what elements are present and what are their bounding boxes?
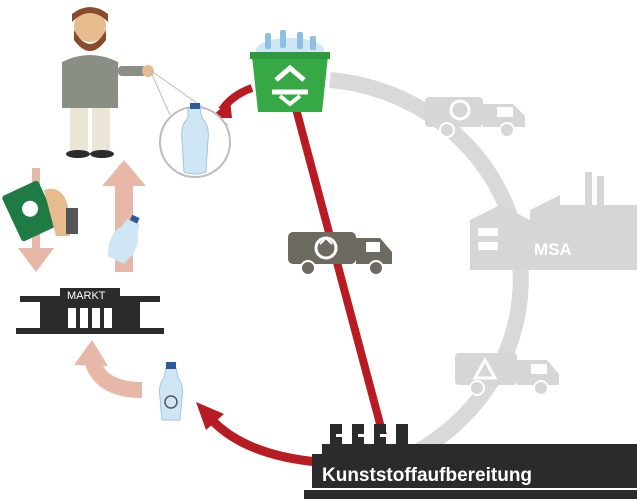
recycling-truck-icon xyxy=(288,232,392,276)
factory-icon: Kunststoffaufbereitung xyxy=(304,424,637,499)
msa-label: MSA xyxy=(534,240,572,259)
bottle-zoom-icon xyxy=(149,69,231,178)
recycling-plant-label: Kunststoffaufbereitung xyxy=(322,465,532,486)
banknote-hand-icon xyxy=(2,168,78,272)
market-label: MARKT xyxy=(67,290,106,302)
recycled-bottle-icon xyxy=(159,362,183,421)
bottle-to-market-arrow xyxy=(74,340,143,398)
bottle-return-arrow-icon xyxy=(102,160,146,272)
recycling-bin-icon xyxy=(250,30,330,112)
man-holding-bottle-icon xyxy=(62,7,154,158)
garbage-truck-icon xyxy=(425,97,525,138)
incineration-plant-icon: MSA xyxy=(470,172,637,270)
red-recycling-flow xyxy=(196,84,387,467)
market-building-icon: MARKT xyxy=(16,288,164,334)
recycling-truck-grey-icon xyxy=(455,353,559,396)
